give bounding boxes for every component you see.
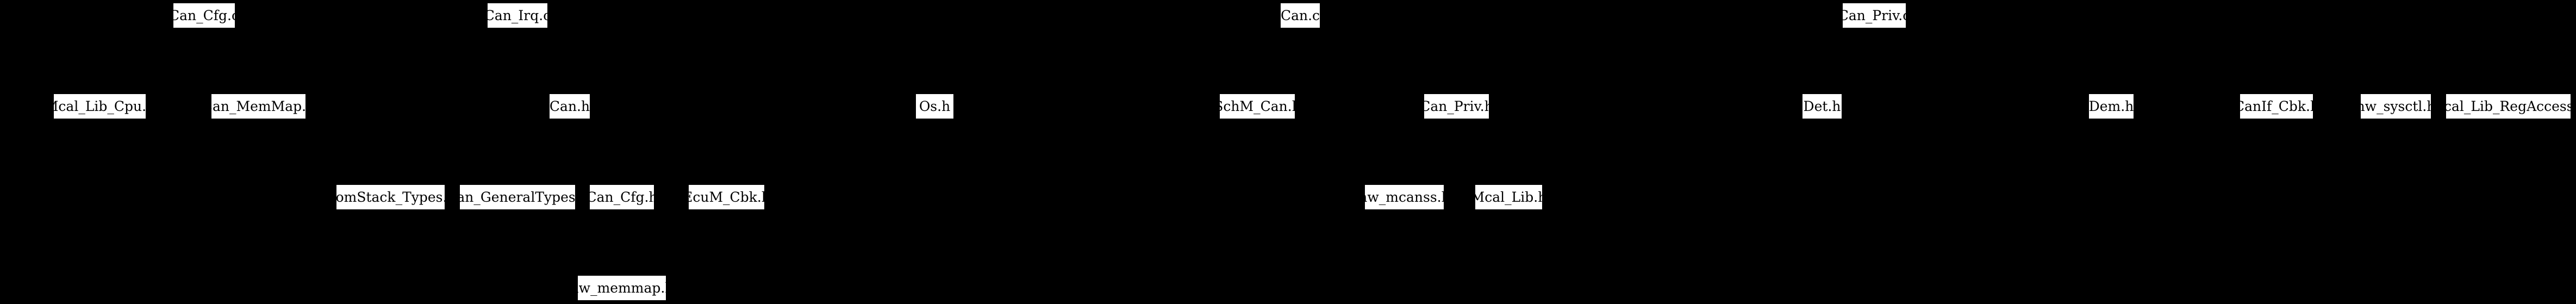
graph-node-schm-can-h: SchM_Can.h <box>1219 94 1295 119</box>
graph-node-hw-sysctl-h: hw_sysctl.h <box>2360 94 2431 119</box>
graph-node-can-priv-h: Can_Priv.h <box>1424 94 1489 119</box>
graph-node-can-generaltypes-h: Can_GeneralTypes.h <box>459 184 576 210</box>
graph-node-mcal-lib-cpu-h: Mcal_Lib_Cpu.h <box>53 94 146 119</box>
graph-node-canif-cbk-h: CanIf_Cbk.h <box>2240 94 2313 119</box>
graph-node-can-cfg-c: Can_Cfg.c <box>173 3 235 28</box>
graph-node-hw-memmap-h: hw_memmap.h <box>577 275 666 301</box>
graph-node-dem-h: Dem.h <box>2088 94 2134 119</box>
graph-node-mcal-lib-regaccess-h: Mcal_Lib_RegAccess.h <box>2446 94 2571 119</box>
graph-node-hw-mcanss-h: hw_mcanss.h <box>1364 184 1444 210</box>
graph-node-comstack-types-h: ComStack_Types.h <box>336 184 445 210</box>
graph-node-ecum-cbk-h: EcuM_Cbk.h <box>688 184 765 210</box>
graph-node-can-priv-c: Can_Priv.c <box>1842 3 1906 28</box>
graph-node-can-c: Can.c <box>1280 3 1320 28</box>
graph-node-det-h: Det.h <box>1802 94 1842 119</box>
graph-node-os-h: Os.h <box>915 94 954 119</box>
graph-node-can-memmap-h: Can_MemMap.h <box>211 94 306 119</box>
graph-node-can-h: Can.h <box>549 94 590 119</box>
graph-node-can-cfg-h: Can_Cfg.h <box>589 184 654 210</box>
graph-node-can-irq-c: Can_Irq.c <box>487 3 548 28</box>
graph-node-mcal-lib-h: Mcal_Lib.h <box>1475 184 1543 210</box>
